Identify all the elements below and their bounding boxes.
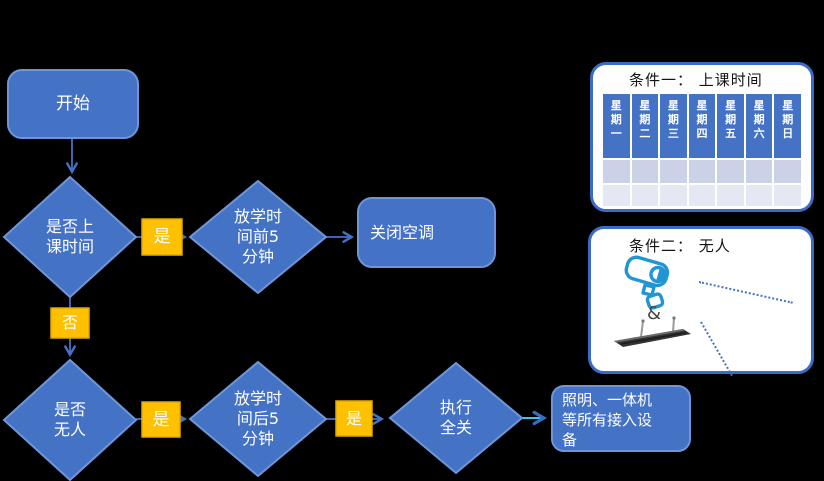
empty-cell [603,185,630,206]
condition1-panel: 条件一： 上课时间 星期一 星期二 星期三 星期四 星期五 星期六 星期日 [590,62,814,212]
empty-cell [660,185,687,206]
yes-tag-3 [335,400,373,437]
decision-execute-all-off [388,361,524,475]
empty-cell [774,160,801,183]
empty-cell [603,160,630,183]
empty-cell [688,185,716,206]
yes-tag-1 [141,218,183,256]
condition1-title: 条件一： 上课时间 [629,71,763,89]
action-all-devices-node [551,385,691,452]
empty-cell [688,160,716,183]
empty-cell [631,185,659,206]
empty-cell [745,160,773,183]
yes-tag-2 [141,401,181,438]
empty-cell [717,185,744,206]
empty-cell [745,185,773,206]
weekday-header-tue: 星期二 [631,94,659,158]
ampersand-label: & [647,303,662,324]
weekday-header-sat: 星期六 [745,94,773,158]
weekday-header-thu: 星期四 [688,94,716,158]
empty-cell [774,185,801,206]
condition2-title: 条件二： 无人 [629,237,731,255]
weekday-header-mon: 星期一 [603,94,630,158]
start-node [7,69,139,139]
weekday-table: 星期一 星期二 星期三 星期四 星期五 星期六 星期日 [603,94,801,206]
weekday-header-wed: 星期三 [660,94,687,158]
weekday-header-fri: 星期五 [717,94,744,158]
empty-cell [717,160,744,183]
dashed-annotation-line-upper [698,281,793,304]
empty-cell [660,160,687,183]
dashed-annotation-line-lower [700,321,733,377]
decision-after-5min [188,360,328,478]
empty-cell [631,160,659,183]
no-tag [50,307,90,339]
condition2-panel: 条件二： 无人 & [588,226,814,377]
weekday-header-sun: 星期日 [774,94,801,158]
decision-before-5min [188,179,328,295]
decision-class-time [2,175,138,299]
ceiling-light-icon [614,316,691,347]
cctv-camera-icon [624,255,670,310]
decision-nobody [2,358,138,481]
action-close-ac-node [357,197,496,268]
